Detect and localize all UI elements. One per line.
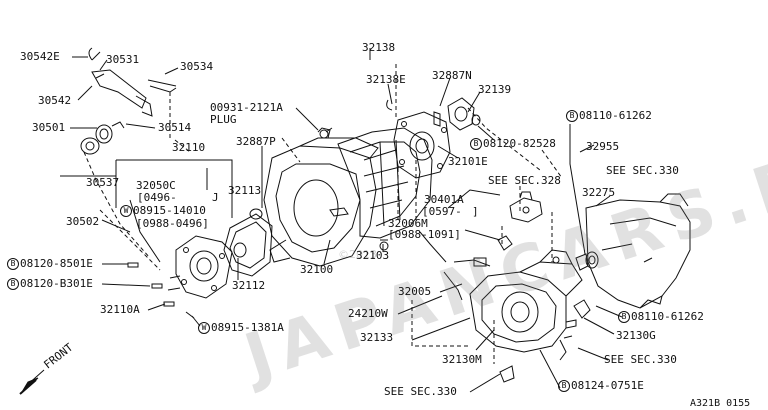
release-bearing [80, 121, 125, 155]
watermark-year: ©2013 [338, 248, 377, 261]
dashed-guides [83, 64, 563, 364]
label-32130G: 32130G [616, 329, 656, 342]
washer-marker-icon: W [120, 205, 132, 217]
bolt-marker-icon: B [558, 380, 570, 392]
label-32130M: 32130M [442, 353, 482, 366]
sensor-parts [379, 239, 491, 301]
gasket [223, 208, 273, 277]
bolt-marker-icon: B [566, 110, 578, 122]
washer-marker-icon: W [198, 322, 210, 334]
label-date-0988-0496: [0988-0496] [136, 217, 209, 230]
label-30501: 30501 [32, 121, 66, 134]
rear-seal [447, 97, 481, 131]
bolt-marker-icon: B [470, 138, 482, 150]
label-plug: PLUG [210, 113, 237, 126]
label-32050C: 32050C [136, 179, 176, 192]
label-32110A: 32110A [100, 303, 140, 316]
label-30401A: 30401A [424, 193, 464, 206]
label-see-sec-330-top: SEE SEC.330 [606, 164, 679, 177]
label-32100: 32100 [300, 263, 334, 276]
bolt-symbols [325, 127, 577, 339]
label-32275: 32275 [582, 186, 616, 199]
label-30542: 30542 [38, 94, 72, 107]
label-date-0988-1091: [0988-1091] [388, 228, 461, 241]
label-30542E: 30542E [20, 50, 60, 63]
label-30531: 30531 [106, 53, 140, 66]
label-see-sec-330-right: SEE SEC.330 [604, 353, 677, 366]
label-date-0496: [0496- [137, 191, 177, 204]
bolt-marker-icon: B [618, 311, 630, 323]
adapter-plate [386, 99, 451, 179]
label-32133: 32133 [360, 331, 394, 344]
label-30514: 30514 [158, 121, 192, 134]
rear-case-section330 [585, 193, 691, 309]
label-date-0597-end: ] [472, 205, 479, 218]
label-see-sec-328: SEE SEC.328 [488, 174, 561, 187]
label-date-0496-end: J [212, 191, 219, 204]
diagram-code: A321B 0155 [690, 398, 751, 409]
extension-housing [469, 249, 591, 383]
label-32006M: 32006M [388, 217, 428, 230]
label-32110: 32110 [172, 141, 206, 154]
leader-lines [60, 48, 623, 393]
label-30537: 30537 [86, 176, 120, 189]
label-32887P: 32887P [236, 135, 276, 148]
label-32112: 32112 [232, 279, 266, 292]
label-00931-2121A: 00931-2121A [210, 101, 283, 114]
label-32005: 32005 [398, 285, 432, 298]
label-date-0597: [0597- [422, 205, 462, 218]
label-32955: 32955 [586, 140, 620, 153]
label-see-sec-330-bottom: SEE SEC.330 [384, 385, 457, 398]
front-cover [167, 235, 233, 299]
label-32103: 32103 [356, 249, 390, 262]
label-24210W: 24210W [348, 307, 388, 320]
label-30502: 30502 [66, 215, 100, 228]
rear-seal-parts [575, 251, 599, 271]
label-32887N: 32887N [432, 69, 472, 82]
label-32101E: 32101E [448, 155, 488, 168]
bolt-small [127, 262, 195, 319]
label-32139: 32139 [478, 83, 512, 96]
label-32138E: 32138E [366, 73, 406, 86]
release-fork [88, 47, 177, 117]
bracket [497, 191, 543, 251]
bolt-marker-icon: B [7, 278, 19, 290]
bolt-marker-icon: B [7, 258, 19, 270]
label-30534: 30534 [180, 60, 214, 73]
label-32113: 32113 [228, 184, 262, 197]
label-32138: 32138 [362, 41, 396, 54]
transmission-case [329, 127, 433, 239]
front-arrow-icon [19, 369, 45, 395]
